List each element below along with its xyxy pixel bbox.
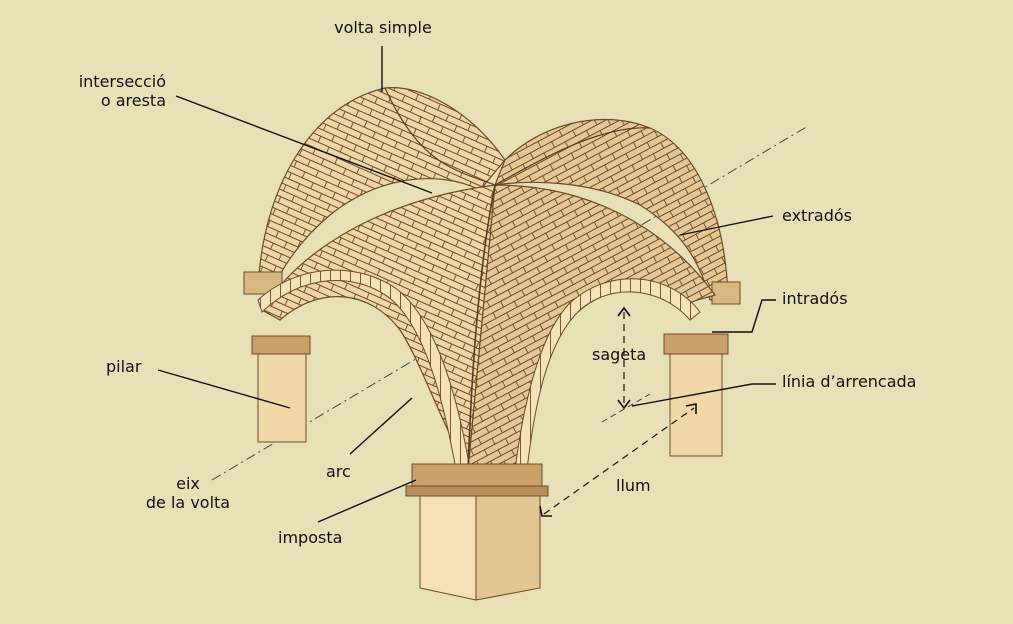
label-interseccio-line2: o aresta bbox=[100, 91, 166, 110]
label-intrados: intradós bbox=[782, 289, 848, 308]
groin-line bbox=[467, 184, 496, 471]
label-arc: arc bbox=[326, 462, 351, 481]
label-linia-arrencada: línia d’arrencada bbox=[782, 372, 917, 391]
llum-arrow-bottom bbox=[539, 505, 552, 517]
llum-arrow-top bbox=[685, 403, 697, 414]
front-left-vault bbox=[261, 184, 496, 472]
label-eix-line2: de la volta bbox=[145, 493, 231, 512]
sageta-arrow-bottom bbox=[617, 399, 631, 410]
label-eix: eix de la volta bbox=[118, 474, 258, 512]
back-right-pier bbox=[663, 281, 741, 457]
leader-intrados bbox=[712, 299, 776, 333]
label-volta-simple: volta simple bbox=[334, 18, 432, 37]
leader-interseccio bbox=[175, 95, 433, 194]
llum-dimension-line bbox=[543, 407, 695, 515]
sageta-arrow-top bbox=[617, 306, 631, 317]
front-center-pier bbox=[405, 463, 549, 601]
label-interseccio: intersecció o aresta bbox=[46, 72, 166, 110]
label-eix-line1: eix bbox=[176, 474, 200, 493]
leader-linia-arrencada bbox=[631, 383, 776, 407]
leader-arc bbox=[349, 397, 413, 455]
label-pilar: pilar bbox=[106, 357, 142, 376]
back-left-vault bbox=[257, 87, 506, 296]
leader-extrados bbox=[679, 215, 774, 236]
groin-line bbox=[494, 127, 651, 186]
label-llum: llum bbox=[616, 476, 651, 495]
leader-pilar bbox=[157, 369, 291, 409]
label-imposta: imposta bbox=[278, 528, 343, 547]
groin-line bbox=[384, 87, 496, 186]
front-right-arch bbox=[514, 278, 701, 471]
label-interseccio-line1: intersecció bbox=[78, 72, 166, 91]
label-sageta: sageta bbox=[592, 345, 647, 364]
label-extrados: extradós bbox=[782, 206, 852, 225]
leader-imposta bbox=[317, 479, 417, 523]
